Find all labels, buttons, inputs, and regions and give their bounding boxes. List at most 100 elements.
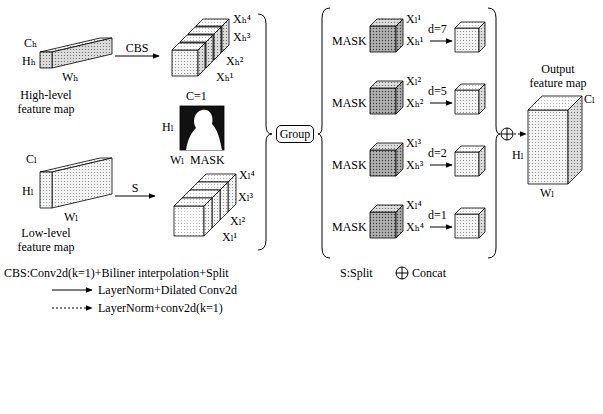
node-label: Hₗ: [512, 148, 524, 162]
node-label: Xₗ³: [238, 190, 253, 204]
node-label: C=1: [186, 89, 207, 103]
node-label: Xₕ³: [406, 158, 423, 172]
cube-face: [479, 22, 485, 52]
edge-label: S: [131, 181, 140, 195]
node-label: Xₕ¹: [216, 70, 233, 84]
node-label: Xₕ²: [406, 96, 423, 110]
node-label: MASK: [332, 158, 367, 172]
dilation-label: d=2: [428, 146, 447, 160]
cube-face: [568, 96, 582, 184]
node-label: Wₗ: [64, 210, 78, 224]
braces: [258, 8, 500, 258]
node-label: Group: [280, 127, 311, 141]
node-label: Low-level feature map: [8, 226, 84, 254]
arrow: [430, 41, 452, 42]
legend-arrow: [52, 290, 92, 291]
node-label: MASK: [332, 96, 367, 110]
cube-face: [222, 19, 229, 52]
node-label: Hₕ: [22, 54, 36, 68]
cube-face: [174, 206, 204, 236]
concat-cross: [501, 128, 513, 140]
node-label: Xₕ⁴: [406, 220, 424, 234]
node-label: Wₗ: [540, 186, 554, 200]
dotted-arrow: [514, 134, 526, 135]
cube-face: [370, 26, 396, 52]
feature-stack: Xₗ⁴Xₗ³Xₗ²Xₗ¹: [156, 168, 258, 248]
arrow: [430, 227, 452, 228]
node-label: Hₗ: [22, 184, 34, 198]
output-feature-map: Output feature mapCₗHₗWₗ: [510, 60, 600, 202]
legend-text: LayerNorm+Dilated Conv2d: [98, 283, 237, 297]
cube-face: [396, 205, 403, 238]
cube-face: [220, 182, 228, 220]
node-label: MASK: [190, 153, 225, 167]
cube-face: [370, 150, 396, 176]
cube-face: [455, 90, 479, 114]
masked-group: Xₗ² MASK Xₕ²: [330, 72, 428, 120]
node-label: Wₕ: [62, 70, 79, 84]
dilation-label: d=5: [428, 84, 447, 98]
node-label: Xₗ¹: [222, 230, 237, 244]
node-label: Xₗ¹: [406, 12, 421, 26]
connector: [115, 196, 155, 197]
brace: [258, 14, 272, 250]
cuboid-face: [40, 172, 52, 208]
cube-face: [396, 19, 403, 52]
brace: [488, 8, 500, 258]
node-label: Xₕ¹: [406, 34, 423, 48]
connector: [115, 56, 159, 57]
cuboid-face: [52, 38, 112, 68]
group-box: Group: [276, 125, 315, 143]
cuboid-face: [52, 158, 112, 208]
cube-face: [370, 88, 396, 114]
legend-dotted-arrow: [52, 308, 92, 309]
node-label: Xₕ²: [226, 54, 243, 68]
node-label: Xₗ³: [406, 136, 421, 150]
legend-text: Concat: [412, 266, 446, 280]
concat-symbol: [501, 128, 513, 140]
node-label: Xₕ³: [233, 30, 250, 44]
feature-map: CₕHₕWₕHigh-level feature map: [2, 28, 114, 122]
mask-image: C=1HₗWₗMASK: [150, 88, 256, 167]
feature-map: CₗHₗWₗLow-level feature map: [2, 150, 114, 256]
node-label: Cₗ: [584, 92, 595, 106]
feature-stack: Xₕ⁴ Xₕ³ Xₕ² Xₕ¹: [160, 12, 258, 88]
dilation-label: d=1: [428, 208, 447, 222]
node-label: Xₗ⁴: [406, 198, 422, 212]
cuboid-face: [40, 52, 52, 68]
mask-image: [180, 106, 224, 150]
node-label: Xₕ⁴: [233, 12, 251, 26]
cube-face: [479, 146, 485, 176]
masked-group: Xₗ³ MASK Xₕ³: [330, 134, 428, 182]
cube-face: [198, 43, 205, 76]
node-label: Hₗ: [162, 120, 174, 134]
cube-face: [370, 212, 396, 238]
legend-text: LayerNorm+conv2d(k=1): [98, 301, 223, 315]
cube-face: [455, 28, 479, 52]
node-label: Cₕ: [24, 36, 37, 50]
cube-face: [479, 208, 485, 238]
cube-face: [204, 198, 212, 236]
cube-face: [212, 190, 220, 228]
cube-face: [206, 35, 213, 68]
cube-face: [214, 27, 221, 60]
node-label: Cₗ: [26, 152, 37, 166]
dilated-conv-arrows: [430, 41, 452, 227]
cube-face: [479, 84, 485, 114]
node-label: Xₗ²: [406, 74, 421, 88]
arrow: [430, 103, 452, 104]
legend-note: CBS:Conv2d(k=1)+Biliner interpolation+Sp…: [4, 266, 229, 280]
edge-label: CBS: [125, 41, 150, 55]
mask-silhouette: [186, 110, 222, 150]
brace: [318, 8, 330, 258]
node-label: Output feature map: [527, 62, 589, 90]
node-label: MASK: [332, 220, 367, 234]
node-label: High-level feature map: [8, 88, 84, 116]
masked-group: Xₗ⁴ MASK Xₕ⁴: [330, 196, 428, 244]
cube-face: [528, 110, 568, 184]
cubes: [40, 19, 582, 238]
masked-group: Xₗ¹MASKXₕ¹: [330, 10, 428, 58]
legend-note: S:Split: [340, 266, 373, 280]
